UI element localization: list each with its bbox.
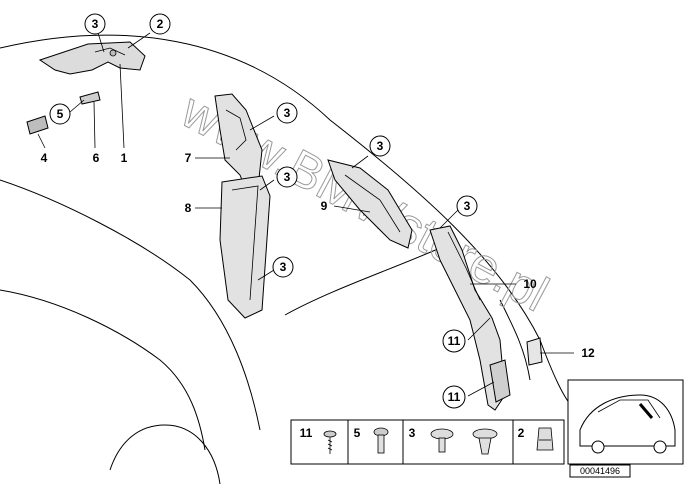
- screw-icon: [373, 427, 389, 454]
- part-rear-pillar-trim: [429, 225, 511, 411]
- callout-11-lower: 11: [442, 385, 466, 409]
- legend-label-11: 11: [300, 426, 313, 440]
- legend-label-2: 2: [518, 426, 525, 440]
- svg-text:11: 11: [448, 390, 461, 404]
- svg-text:5: 5: [57, 107, 64, 121]
- svg-text:3: 3: [377, 139, 384, 153]
- svg-text:2: 2: [157, 17, 164, 31]
- car-body-outline: [0, 34, 576, 484]
- part-c-pillar-upper-trim: [327, 159, 413, 249]
- part-top-trim: [38, 41, 146, 75]
- part-b-pillar-trim: [214, 93, 271, 319]
- callout-2-top: 2: [149, 13, 171, 35]
- label-9: 9: [321, 199, 328, 213]
- hardware-legend: 11 5 3 2: [290, 419, 565, 465]
- leader-lines: [37, 32, 574, 397]
- bracket-clip-icon: [536, 427, 554, 451]
- label-1: 1: [121, 151, 128, 165]
- callout-3-c-pillar: 3: [369, 135, 391, 157]
- label-10: 10: [523, 277, 537, 291]
- clip-icon: [430, 428, 454, 453]
- clip-icon: [472, 428, 498, 455]
- svg-text:11: 11: [448, 334, 461, 348]
- callout-3-rear-pillar: 3: [456, 195, 478, 217]
- svg-text:3: 3: [284, 170, 291, 184]
- part-bracket: [526, 337, 543, 366]
- label-12: 12: [581, 346, 595, 360]
- legend-label-3: 3: [409, 426, 416, 440]
- label-4: 4: [41, 151, 48, 165]
- callout-3-b-pillar-lower: 3: [272, 256, 294, 278]
- svg-text:3: 3: [464, 199, 471, 213]
- callout-3-b-pillar-upper: 3: [276, 102, 298, 124]
- part-clip: [79, 91, 101, 105]
- part-small-cover: [26, 115, 49, 135]
- legend-label-5: 5: [354, 426, 361, 440]
- label-8: 8: [185, 201, 192, 215]
- drawing-code-box: [569, 464, 631, 478]
- screw-icon: [323, 430, 337, 454]
- label-6: 6: [93, 151, 100, 165]
- svg-text:3: 3: [280, 260, 287, 274]
- svg-text:3: 3: [92, 17, 99, 31]
- callout-5: 5: [49, 103, 71, 125]
- label-7: 7: [185, 151, 192, 165]
- svg-text:3: 3: [284, 106, 291, 120]
- drawing-code: 00041496: [580, 466, 620, 476]
- callout-11-upper: 11: [442, 329, 466, 353]
- callout-3-b-pillar-mid: 3: [276, 166, 298, 188]
- callout-3-top-left: 3: [84, 13, 106, 35]
- vehicle-thumbnail: [567, 379, 684, 465]
